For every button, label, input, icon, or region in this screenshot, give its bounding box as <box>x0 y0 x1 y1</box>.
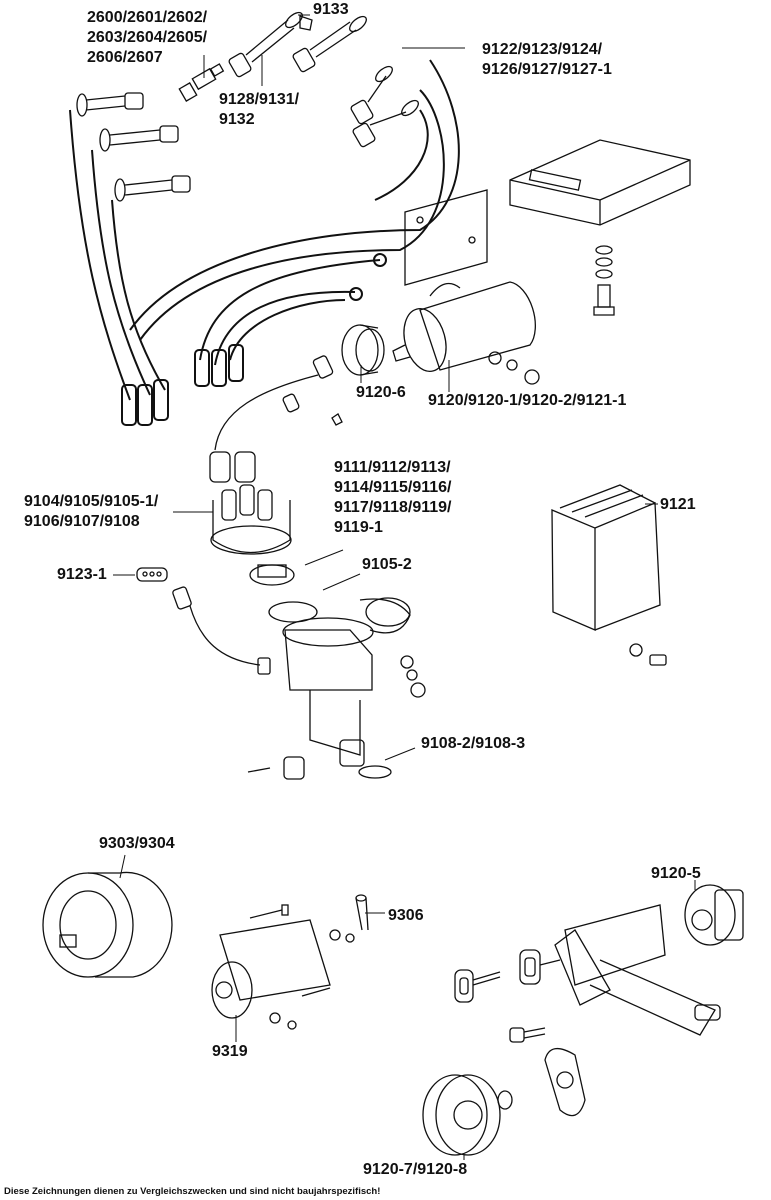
label-regulator: 9121 <box>660 496 696 513</box>
label-ignition-switch: 9120-5 <box>651 865 701 882</box>
sensor-lead-icon <box>172 586 271 675</box>
bolt-small-icon <box>509 1027 546 1043</box>
solenoid-pin-icon <box>329 894 369 943</box>
small-washers-icon <box>400 655 426 698</box>
regulator-icon <box>551 484 667 666</box>
label-distributor-seal: 9108-2/9108-3 <box>421 735 526 752</box>
label-solenoid-pin: 9306 <box>388 907 424 924</box>
rotor-icon <box>249 564 295 586</box>
lock-cover-icon <box>422 1074 513 1156</box>
ignition-coil-icon <box>392 281 536 372</box>
plug-connector-icon <box>228 11 419 148</box>
label-starter: 9319 <box>212 1043 248 1060</box>
alternator-icon <box>42 871 173 978</box>
footer-disclaimer: Diese Zeichnungen dienen zu Vergleichszw… <box>4 1186 381 1197</box>
label-plug-connector: 9128/9131/ 9132 <box>219 91 300 128</box>
label-coil-boot: 9120-6 <box>356 384 406 401</box>
starter-motor-icon <box>211 904 331 1030</box>
label-ignition-lead-set: 9122/9123/9124/ 9126/9127/9127-1 <box>482 41 612 78</box>
ignition-lead-set-icon <box>69 59 460 426</box>
label-connector-block: 9123-1 <box>57 566 107 583</box>
coil-boot-icon <box>341 324 385 376</box>
key-icon <box>454 949 561 1003</box>
label-vacuum-unit: 9105-2 <box>362 556 412 573</box>
label-distributor-parts: 9111/9112/9113/ 9114/9115/9116/ 9117/911… <box>334 459 452 536</box>
label-distributor-cap: 9104/9105/9105-1/ 9106/9107/9108 <box>24 493 159 530</box>
distributor-body-icon <box>268 597 411 779</box>
label-alternator: 9303/9304 <box>99 835 175 852</box>
mounting-plate-icon <box>404 189 488 286</box>
label-steering-lock-cover: 9120-7/9120-8 <box>363 1161 468 1178</box>
gasket-icon <box>544 1048 586 1117</box>
connector-block-icon <box>136 567 168 582</box>
pinion-icon <box>247 756 305 780</box>
ignition-lock-cylinder-icon <box>684 884 744 946</box>
spark-plug-icon <box>178 63 225 102</box>
label-ignition-coil: 9120/9120-1/9120-2/9121-1 <box>428 392 627 409</box>
label-spark-plugs: 2600/2601/2602/ 2603/2604/2605/ 2606/260… <box>87 9 208 66</box>
steering-lock-icon <box>554 904 721 1036</box>
ecu-module-icon <box>509 139 691 226</box>
distributor-plug-boots-icon <box>209 451 256 483</box>
nut-washer-icon <box>488 351 540 385</box>
left-plug-connectors-icon <box>76 92 191 202</box>
coil-lead-icon <box>214 355 343 451</box>
distributor-cap-icon <box>210 484 292 555</box>
bolt-stack-icon <box>593 245 615 316</box>
leader-lines <box>113 14 696 1160</box>
label-plug-connector-angle: 9133 <box>313 1 349 18</box>
